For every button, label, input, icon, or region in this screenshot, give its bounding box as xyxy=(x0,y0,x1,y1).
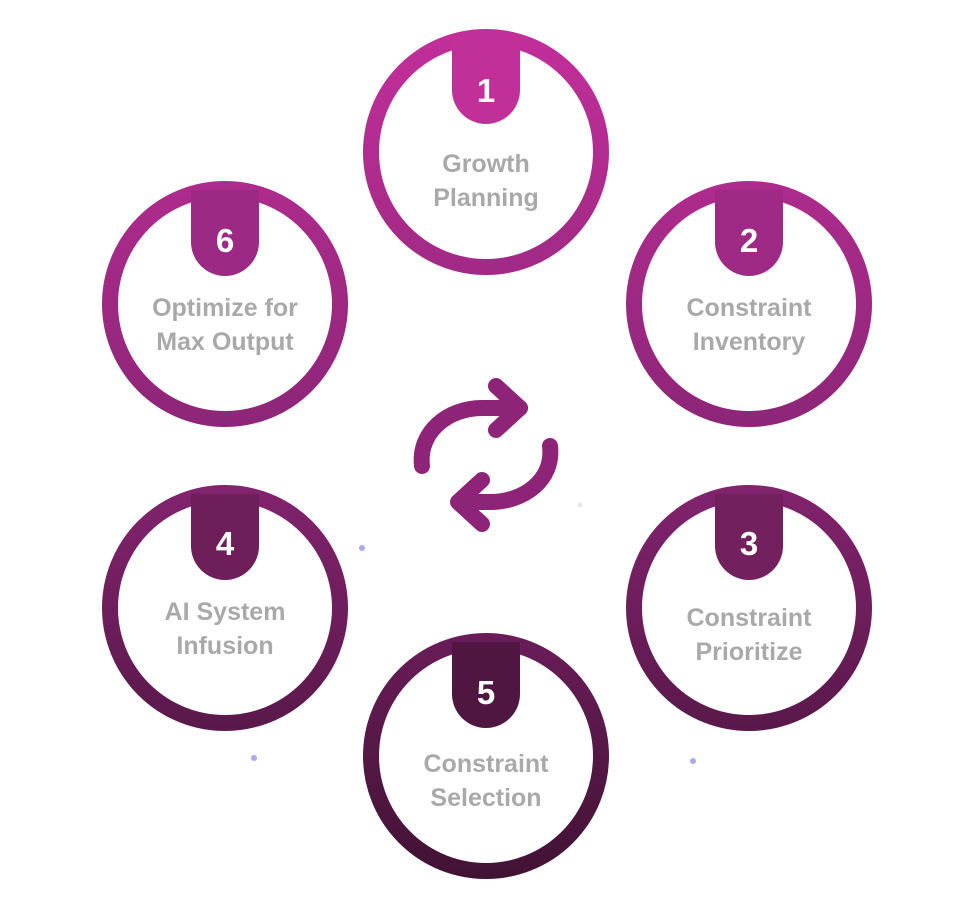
step-number: 6 xyxy=(216,222,234,259)
step-label-line2: Infusion xyxy=(176,632,273,660)
step-number-tab xyxy=(452,38,520,124)
step-label-line1: Optimize for xyxy=(152,294,298,322)
decorative-dot xyxy=(251,755,257,761)
arrow-bottom-icon xyxy=(452,438,559,510)
step-number-tab xyxy=(452,642,520,728)
step-3: 3 Constraint Prioritize xyxy=(626,485,872,731)
step-4: 4 AI System Infusion xyxy=(102,485,348,731)
step-5: 5 Constraint Selection xyxy=(363,633,609,879)
step-6: 6 Optimize for Max Output xyxy=(102,181,348,427)
step-label-line2: Selection xyxy=(430,784,541,812)
step-number-tab xyxy=(715,494,783,580)
step-number: 3 xyxy=(740,525,758,562)
decorative-dot xyxy=(359,545,365,551)
step-ring xyxy=(102,181,348,427)
arrowhead-bottom-icon xyxy=(450,472,490,532)
step-label-line1: AI System xyxy=(165,598,286,626)
step-label-line1: Constraint xyxy=(424,750,550,778)
step-label-line1: Constraint xyxy=(687,604,813,632)
arrow-top-icon xyxy=(413,400,528,474)
step-number-tab xyxy=(715,190,783,276)
refresh-cycle-icon xyxy=(413,378,559,532)
step-ring xyxy=(363,29,609,275)
step-ring xyxy=(102,485,348,731)
step-number-tab xyxy=(191,190,259,276)
decorative-dot xyxy=(577,502,583,508)
step-number: 2 xyxy=(740,222,758,259)
step-number: 1 xyxy=(477,72,495,109)
step-label-line2: Prioritize xyxy=(696,638,803,666)
step-label-line1: Constraint xyxy=(687,294,813,322)
decorative-dot xyxy=(690,758,696,764)
step-number: 4 xyxy=(216,525,235,562)
arrowhead-top-icon xyxy=(488,378,528,438)
step-2: 2 Constraint Inventory xyxy=(626,181,872,427)
step-ring xyxy=(363,633,609,879)
step-1: 1 Growth Planning xyxy=(363,29,609,275)
step-label-line2: Max Output xyxy=(156,328,294,356)
step-label-line2: Planning xyxy=(433,184,539,212)
step-label-line2: Inventory xyxy=(693,328,806,356)
step-ring xyxy=(626,485,872,731)
step-number-tab xyxy=(191,494,259,580)
step-number: 5 xyxy=(477,674,495,711)
step-label-line1: Growth xyxy=(442,150,530,178)
step-ring xyxy=(626,181,872,427)
